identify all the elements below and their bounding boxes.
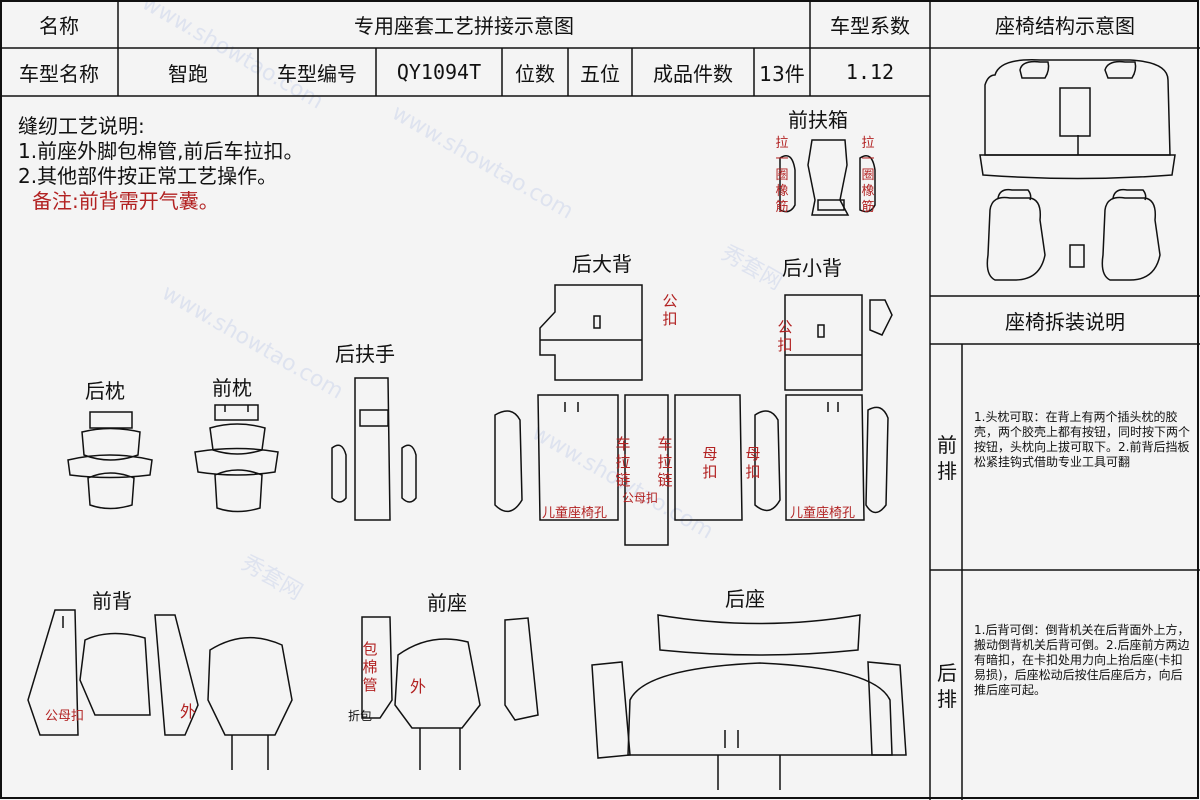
mark-outer-front-seat: 外: [410, 677, 427, 696]
mark-fold: 折包: [348, 709, 373, 723]
mark-male-female-buckle-front: 公母扣: [45, 709, 85, 724]
model-no-label: 车型编号: [277, 61, 357, 86]
notes-line-1: 1.前座外脚包棉管,前后车拉扣。: [18, 139, 304, 163]
rear-row-label: 后排: [937, 661, 957, 711]
mark-male-female-buckle-rear: 公母扣: [622, 491, 659, 505]
model-name-label: 车型名称: [19, 61, 99, 86]
sheet-title: 专用座套工艺拼接示意图: [354, 13, 574, 38]
mark-male-buckle-rear-back: 公扣: [662, 292, 678, 328]
mark-zipper-right: 车拉链: [657, 435, 673, 489]
model-no: QY1094T: [396, 60, 482, 84]
seats-label: 位数: [515, 61, 555, 86]
seats: 五位: [580, 61, 620, 86]
mark-male-buckle-small-back: 公扣: [777, 318, 793, 354]
mark-female-buckle-right: 母扣: [745, 445, 761, 481]
part-label-front-headrest: 前枕: [212, 376, 252, 400]
assembly-title: 座椅拆装说明: [1005, 309, 1125, 334]
front-row-text: 1.头枕可取：在背上有两个插头枕的胶壳，两个胶壳上都有按钮，同时按下两个按钮，头…: [974, 410, 1191, 469]
model-name: 智跑: [168, 61, 208, 86]
part-label-front-back: 前背: [92, 589, 132, 613]
rear-row-text: 1.后背可倒：倒背机关在后背面外上方，搬动倒背机关后背可倒。2.后座前方两边有暗…: [974, 623, 1190, 697]
name-label: 名称: [39, 13, 79, 38]
mark-child-seat-hole-right: 儿童座椅孔: [790, 506, 856, 521]
front-row-label: 前排: [937, 433, 957, 483]
pieces-label: 成品件数: [653, 61, 733, 86]
mark-pull-band-right: 拉一圈橡筋: [861, 136, 875, 215]
part-label-front-seat: 前座: [427, 591, 467, 615]
part-label-rear-small-back: 后小背: [782, 256, 842, 280]
part-label-rear-back: 后大背: [572, 252, 632, 276]
mark-female-buckle-left: 母扣: [702, 445, 718, 481]
mark-zipper-left: 车拉链: [615, 435, 631, 489]
part-label-rear-seat: 后座: [725, 587, 765, 611]
part-label-front-armbox: 前扶箱: [788, 108, 848, 132]
mark-cotton-pipe: 包棉管: [362, 640, 378, 694]
notes-remark: 备注:前背需开气囊。: [32, 189, 219, 213]
mark-pull-band-left: 拉一圈橡筋: [775, 136, 789, 215]
mark-child-seat-hole-left: 儿童座椅孔: [542, 506, 608, 521]
part-label-rear-armrest: 后扶手: [335, 342, 395, 366]
structure-title: 座椅结构示意图: [995, 13, 1135, 38]
notes-heading: 缝纫工艺说明:: [18, 114, 145, 138]
notes-line-2: 2.其他部件按正常工艺操作。: [18, 164, 278, 188]
mark-outer-front-back: 外: [180, 702, 197, 721]
coef-value: 1.12: [845, 60, 895, 84]
sewing-notes: 缝纫工艺说明: 1.前座外脚包棉管,前后车拉扣。 2.其他部件按正常工艺操作。 …: [18, 114, 303, 214]
coef-label: 车型系数: [830, 13, 910, 38]
pieces: 13件: [759, 61, 805, 86]
part-label-rear-headrest: 后枕: [85, 379, 125, 403]
